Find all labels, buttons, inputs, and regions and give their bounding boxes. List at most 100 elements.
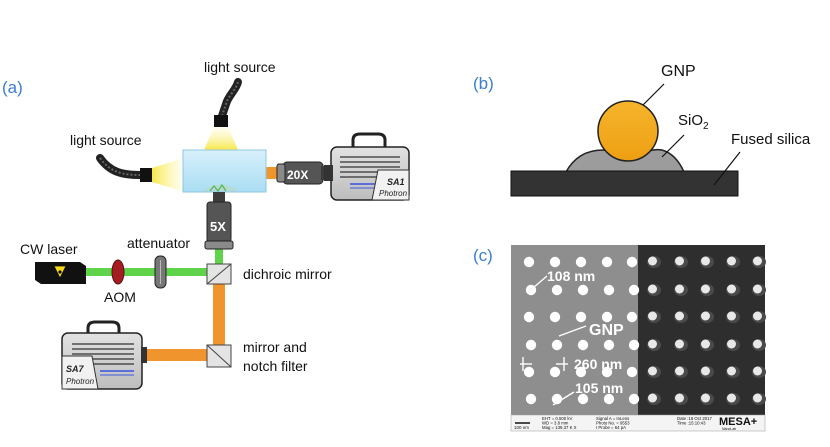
sem-particle <box>601 311 613 323</box>
sem-particle-tilted <box>647 339 661 351</box>
dim-105-label: 105 nm <box>575 380 623 396</box>
objective-20x: 20X <box>276 161 329 185</box>
sem-particle-tilted <box>674 339 688 351</box>
sem-particle-tilted <box>647 284 661 296</box>
sem-particle-tilted <box>752 339 766 351</box>
sem-particle <box>628 393 640 405</box>
dichroic-mirror-label: dichroic mirror <box>243 266 332 282</box>
sem-particle <box>603 284 615 296</box>
sem-info-bar <box>510 414 766 432</box>
dim-108-label: 108 nm <box>547 268 595 284</box>
gnp-label-c: GNP <box>589 322 624 339</box>
sem-particle <box>575 366 587 378</box>
cw-laser-label: CW laser <box>20 241 78 257</box>
sem-info-line: Photo No. = 9553 <box>596 421 630 426</box>
camera-sa1: SA1 Photron <box>324 132 410 201</box>
sem-particles-right <box>647 256 766 405</box>
attenuator <box>154 255 167 289</box>
objective-5x-label: 5X <box>210 219 226 234</box>
sio2-label: SiO2 <box>678 112 709 132</box>
sem-particle <box>549 311 561 323</box>
sem-particle <box>577 393 589 405</box>
mirror-notch-filter <box>206 344 232 368</box>
sem-info-line: I Probe = 64 pA <box>596 425 626 430</box>
sem-particle <box>603 393 615 405</box>
sem-particle-tilted <box>674 311 688 323</box>
dichroic-mirror <box>206 263 232 285</box>
sem-particle-tilted <box>752 366 766 378</box>
camera-sa7-brand: SA7 <box>66 364 85 374</box>
camera-sa1-maker: Photron <box>379 189 408 198</box>
sem-particle-tilted <box>752 256 766 268</box>
camera-sa1-brand: SA1 <box>387 177 405 187</box>
sem-info-line: Mag = 139.37 K X <box>542 425 577 430</box>
gnp-particle <box>597 100 659 162</box>
sem-particle-tilted <box>674 256 688 268</box>
sem-particle-tilted <box>647 393 661 405</box>
sem-particle <box>626 256 638 268</box>
sem-particle <box>523 311 535 323</box>
sem-info-line: Date :16 Oct 2017 <box>677 416 712 421</box>
sem-particle-tilted <box>752 393 766 405</box>
sem-particle <box>577 339 589 351</box>
sem-particle-tilted <box>674 284 688 296</box>
sem-particle-tilted <box>726 339 740 351</box>
attenuator-label: attenuator <box>127 235 190 251</box>
dim-260-label: 260 nm <box>574 356 622 372</box>
sem-particle-tilted <box>700 284 714 296</box>
panel-a-label: (a) <box>2 78 23 97</box>
sem-particle-tilted <box>700 366 714 378</box>
light-source-left-label: light source <box>70 132 142 148</box>
sem-particle <box>549 366 561 378</box>
sem-info-line: WD = 3.8 mm <box>542 421 569 426</box>
sem-image: 108 nm GNP 260 nm 105 nm 100 nm EHT = 0.… <box>510 245 766 432</box>
sem-particles-left <box>523 256 640 405</box>
sem-particle-tilted <box>700 339 714 351</box>
light-source-top <box>204 78 242 150</box>
sem-particle-tilted <box>726 256 740 268</box>
scale-bar-label: 100 nm <box>514 425 529 430</box>
sem-particle-tilted <box>647 256 661 268</box>
objective-5x: 5X <box>204 192 234 250</box>
sem-particle <box>575 256 587 268</box>
sem-particle-tilted <box>726 393 740 405</box>
sem-particle-tilted <box>647 311 661 323</box>
sem-particle <box>601 366 613 378</box>
cw-laser <box>35 262 86 284</box>
camera-sa7-maker: Photron <box>66 377 95 386</box>
sem-info-line: EHT = 0.500 kV <box>542 416 573 421</box>
sem-particle-tilted <box>674 366 688 378</box>
panel-c-label: (c) <box>473 246 493 265</box>
fused-silica-substrate <box>510 170 739 197</box>
light-source-left <box>96 154 184 192</box>
sem-particle <box>525 393 537 405</box>
sem-particle-tilted <box>726 366 740 378</box>
sem-particle-tilted <box>726 284 740 296</box>
sem-particle-tilted <box>647 366 661 378</box>
sem-particle <box>628 339 640 351</box>
sem-particle-tilted <box>700 393 714 405</box>
sem-particle <box>577 284 589 296</box>
sem-particle-tilted <box>674 393 688 405</box>
aom-label: AOM <box>104 289 136 305</box>
gnp-cross-section <box>510 83 741 197</box>
sem-particle <box>601 256 613 268</box>
sem-particle <box>549 256 561 268</box>
sem-particle-tilted <box>700 256 714 268</box>
panel-b-label: (b) <box>473 74 494 93</box>
sample-tank <box>182 149 267 193</box>
sem-particle <box>575 311 587 323</box>
mirror-label-line2: notch filter <box>243 358 308 374</box>
camera-sa7: SA7 Photron <box>61 320 147 390</box>
brand-logo: MESA+ <box>719 416 757 428</box>
objective-20x-label: 20X <box>287 168 308 182</box>
sem-particle-tilted <box>752 284 766 296</box>
mirror-label-line1: mirror and <box>243 339 307 355</box>
sem-particle <box>525 339 537 351</box>
aom <box>111 259 125 285</box>
sem-particle <box>628 284 640 296</box>
gnp-label-b: GNP <box>661 63 696 80</box>
